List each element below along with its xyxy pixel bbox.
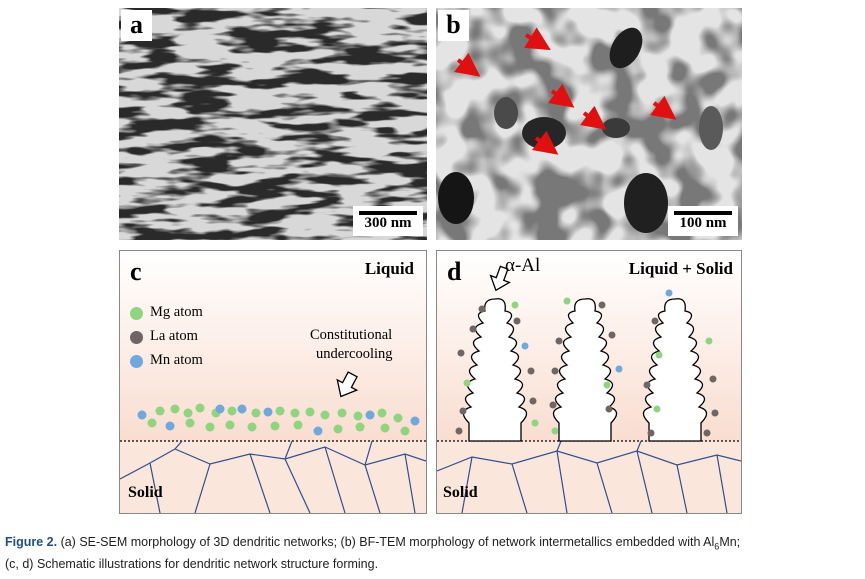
scale-bar-line <box>359 211 417 215</box>
caption-line2: (c, d) Schematic illustrations for dendr… <box>5 556 379 571</box>
legend-mn-dot <box>130 355 143 368</box>
dendrites <box>462 298 708 442</box>
undercooling-label: undercooling <box>316 346 393 362</box>
legend-mg-label: Mg atom <box>150 304 203 320</box>
atom-layer <box>455 289 719 437</box>
panel-c-drawing <box>120 251 426 513</box>
liquid-solid-label: Liquid + Solid <box>628 259 733 278</box>
red-arrow <box>548 83 575 108</box>
grain-boundaries <box>120 440 426 513</box>
red-arrow <box>454 52 481 77</box>
scale-bar-text: 100 nm <box>679 215 727 231</box>
tem-texture <box>436 8 742 240</box>
legend-la-dot <box>130 331 143 344</box>
caption-text-part2: Mn; <box>719 535 741 549</box>
panel-c-schematic: c Liquid Solid Mg atom La atom Mn atom C… <box>119 250 427 514</box>
panel-d-schematic: d α-Al Liquid + Solid Solid <box>436 250 742 514</box>
solid-label: Solid <box>128 484 163 501</box>
legend-mg-dot <box>130 307 143 320</box>
figure-caption: Figure 2. (a) SE-SEM morphology of 3D de… <box>5 534 865 573</box>
panel-d-letter: d <box>447 257 462 286</box>
caption-text-part1: (a) SE-SEM morphology of 3D dendritic ne… <box>57 535 715 549</box>
scale-bar-text: 300 nm <box>364 215 412 231</box>
undercooling-arrow <box>336 371 359 398</box>
alpha-al-arrow <box>489 265 511 292</box>
panel-a-sem-image: a 300 nm <box>119 8 427 240</box>
panel-c-letter: c <box>130 257 142 286</box>
panel-a-scale-bar: 300 nm <box>353 206 423 236</box>
liquid-label: Liquid <box>364 259 414 278</box>
red-arrow <box>524 27 551 51</box>
panel-a-letter: a <box>121 10 152 41</box>
legend-la-label: La atom <box>150 328 198 344</box>
red-arrow <box>650 95 677 120</box>
atom-layer <box>137 403 420 436</box>
panel-b-tem-image: b 100 nm <box>436 8 742 240</box>
caption-subscript: 6 <box>714 541 720 552</box>
red-arrow <box>532 130 559 155</box>
grain-boundaries <box>437 440 741 513</box>
panel-d-drawing <box>437 251 741 513</box>
solid-label: Solid <box>443 484 478 501</box>
alpha-al-label: α-Al <box>505 255 541 276</box>
panel-b-letter: b <box>438 10 469 41</box>
figure-label: Figure 2. <box>5 535 58 549</box>
scale-bar-line <box>674 211 732 215</box>
panel-b-scale-bar: 100 nm <box>668 206 738 236</box>
red-arrow <box>580 105 607 130</box>
sem-texture <box>119 8 427 240</box>
legend-mn-label: Mn atom <box>150 352 203 368</box>
constitutional-label: Constitutional <box>310 327 393 343</box>
